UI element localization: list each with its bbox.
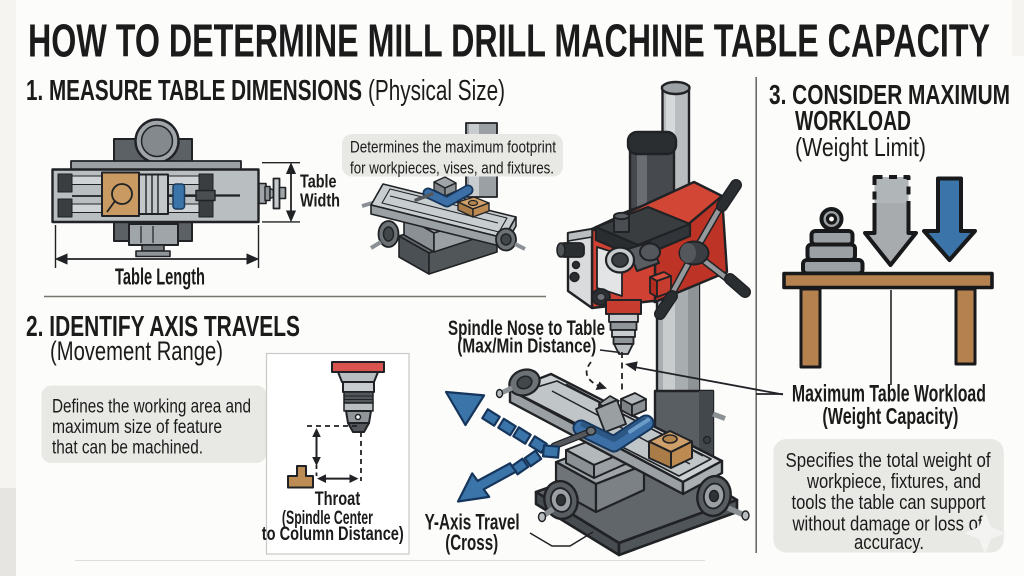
svg-text:(Physical Size): (Physical Size): [368, 75, 505, 107]
svg-text:(Weight Limit): (Weight Limit): [795, 132, 926, 162]
svg-text:(Spindle Center: (Spindle Center: [282, 507, 373, 529]
svg-text:that can be machined.: that can be machined.: [52, 438, 203, 459]
svg-text:Defines the working area and: Defines the working area and: [52, 397, 251, 418]
svg-text:(Cross): (Cross): [445, 530, 498, 555]
svg-text:without damage or loss of: without damage or loss of: [792, 513, 983, 535]
svg-text:Width: Width: [300, 190, 340, 211]
svg-text:(Weight Capacity): (Weight Capacity): [822, 403, 958, 429]
svg-text:Spindle Nose to Table: Spindle Nose to Table: [448, 316, 605, 340]
svg-text:2. IDENTIFY AXIS TRAVELS: 2. IDENTIFY AXIS TRAVELS: [26, 311, 300, 343]
svg-text:Determines the maximum footpri: Determines the maximum footprint: [350, 139, 556, 157]
svg-text:tools the table can support: tools the table can support: [792, 492, 986, 514]
svg-text:HOW TO DETERMINE MILL DRILL MA: HOW TO DETERMINE MILL DRILL MACHINE TABL…: [28, 15, 990, 67]
svg-text:(Max/Min Distance): (Max/Min Distance): [457, 335, 596, 358]
svg-text:workpiece, fixtures, and: workpiece, fixtures, and: [806, 471, 981, 493]
svg-text:Table Length: Table Length: [115, 264, 205, 290]
svg-text:maximum size of feature: maximum size of feature: [52, 417, 222, 438]
svg-text:WORKLOAD: WORKLOAD: [795, 105, 911, 136]
svg-text:3. CONSIDER MAXIMUM: 3. CONSIDER MAXIMUM: [769, 79, 1010, 110]
svg-text:1. MEASURE TABLE DIMENSIONS: 1. MEASURE TABLE DIMENSIONS: [26, 75, 362, 107]
svg-text:Specifies the total weight of: Specifies the total weight of: [786, 450, 991, 472]
svg-text:Maximum Table Workload: Maximum Table Workload: [792, 381, 986, 408]
svg-text:Table: Table: [300, 171, 337, 192]
svg-text:Y-Axis Travel: Y-Axis Travel: [425, 509, 520, 534]
svg-text:Throat: Throat: [315, 488, 361, 510]
svg-text:for workpieces, vises, and fix: for workpieces, vises, and fixtures.: [350, 160, 554, 178]
svg-text:accuracy.: accuracy.: [854, 532, 924, 554]
svg-text:to Column Distance): to Column Distance): [262, 523, 404, 545]
svg-text:(Movement Range): (Movement Range): [50, 336, 223, 366]
